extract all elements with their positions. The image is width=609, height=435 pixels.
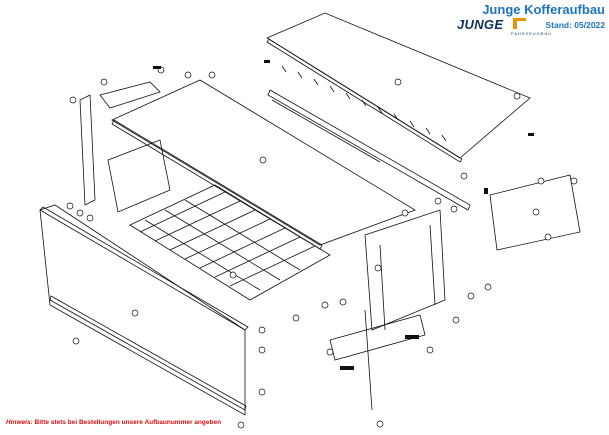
brand-header: Junge Kofferaufbau JUNGE FAHRZEUGBAU Sta… [455, 2, 605, 36]
front-left-post [79, 94, 96, 206]
floor-panel [111, 79, 416, 246]
rear-light-post [364, 309, 373, 411]
roof-slots [281, 65, 447, 142]
order-note: Hinweis: Bitte stets bei Bestellungen un… [6, 419, 221, 426]
side-wall-bottom-rail [49, 295, 247, 411]
note-label: Hinweis: [6, 419, 33, 426]
front-wall-panel [107, 139, 171, 213]
upper-left-profile [99, 81, 161, 109]
roof-panel-edge [266, 38, 463, 163]
rear-bumper [329, 314, 426, 361]
part-number-bubbles [66, 66, 578, 429]
drawing-linework [39, 12, 581, 416]
brand-title: Junge Kofferaufbau [482, 2, 605, 17]
rear-portal-frame [364, 209, 446, 331]
stand-date: Stand: 05/2022 [545, 20, 605, 30]
floor-panel-edge [111, 119, 323, 250]
chassis-frame [129, 184, 331, 301]
roof-rail-line [271, 99, 381, 163]
rear-post-right [429, 224, 436, 306]
company-logo: JUNGE [457, 17, 504, 32]
side-wall-panel [39, 204, 246, 416]
rear-post-left [379, 244, 386, 331]
logo-mark-icon [513, 18, 526, 29]
side-wall-top-rail [39, 206, 249, 331]
roof-side-rail [267, 89, 471, 211]
small-hardware [153, 60, 534, 370]
note-text: Bitte stets bei Bestellungen unsere Aufb… [34, 419, 222, 426]
company-logo-subtitle: FAHRZEUGBAU [511, 31, 553, 36]
